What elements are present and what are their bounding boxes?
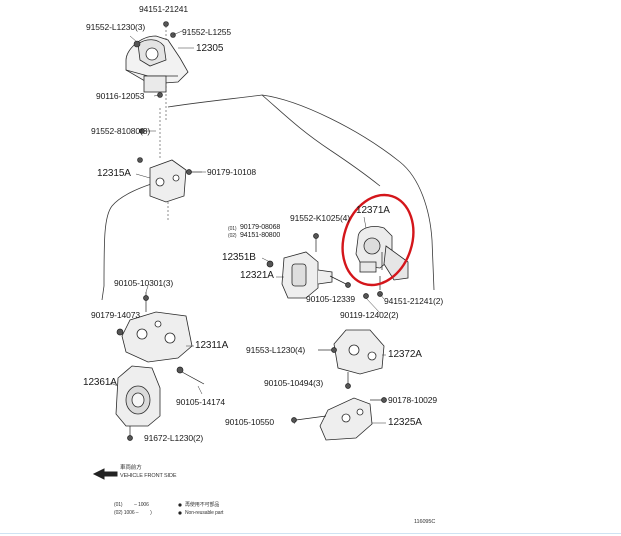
part-label-12372a: 12372A	[388, 349, 422, 360]
engine-mount-12371a	[355, 226, 409, 281]
part-label-94151-21241-2: 94151-21241(2)	[384, 296, 444, 306]
part-label-91552-l1230-3: 91552-L1230(3)	[86, 22, 146, 32]
legend-range-02: (02) 1006 – )	[114, 510, 152, 516]
part-label-90119-12402-2: 90119-12402(2)	[340, 310, 399, 320]
part-label-90105-10494-3: 90105-10494(3)	[264, 378, 324, 388]
part-label-12305: 12305	[196, 43, 224, 54]
legend-range-01: (01) – 1006	[114, 502, 149, 508]
direction-label-cn: 車両前方	[120, 465, 142, 471]
engine-mount-12361a	[115, 365, 161, 427]
engine-outline	[101, 94, 435, 301]
bracket-12372a	[333, 329, 385, 375]
bottom-divider	[0, 533, 621, 534]
bolts-top	[133, 21, 176, 163]
bracket-12315a	[149, 159, 187, 203]
part-label-12311a: 12311A	[195, 340, 229, 351]
part-label-91552-81080-3: 91552-81080(3)	[91, 126, 151, 136]
small-prefix-02: (02)	[228, 233, 237, 239]
part-label-90105-10301-3: 90105-10301(3)	[114, 278, 174, 288]
bolts-12311a	[116, 292, 205, 385]
part-label-91672-l1230-2: 91672-L1230(2)	[144, 433, 204, 443]
legend-nonreusable-cn: 再使用不可部品	[185, 502, 220, 508]
bolts-12371a	[363, 252, 383, 299]
part-label-90179-08068: 90179-08068	[240, 224, 281, 231]
part-label-90105-14174: 90105-14174	[176, 397, 226, 407]
engine-mount-12305	[125, 35, 189, 93]
part-label-91552-l1255: 91552-L1255	[182, 27, 232, 37]
part-label-91552-k1025-4: 91552-K1025(4)	[290, 213, 351, 223]
part-label-12371a: 12371A	[356, 205, 390, 216]
part-label-94151-21241-top: 94151-21241	[139, 4, 189, 14]
leader-lines	[109, 30, 386, 425]
part-label-90178-10029: 90178-10029	[388, 395, 438, 405]
bolts-12372a	[318, 347, 351, 389]
part-label-90116-12053: 90116-12053	[96, 91, 145, 101]
front-direction-arrow	[92, 468, 118, 480]
bolt-90179-10108	[186, 169, 202, 175]
bolt-91672-l1230	[127, 426, 133, 441]
part-label-90105-12339: 90105-12339	[306, 294, 356, 304]
figure-id: 116095C	[414, 519, 436, 525]
red-highlight-circle	[341, 193, 415, 287]
bolts-12325a	[291, 397, 387, 423]
part-label-90105-10550: 90105-10550	[225, 417, 275, 427]
legend-nonreusable-en: Non-reusable part	[185, 510, 224, 516]
engine-mount-12321a	[281, 251, 333, 299]
part-label-12315a: 12315A	[97, 168, 131, 179]
small-prefix-01: (01)	[228, 226, 237, 232]
part-label-12325a: 12325A	[388, 417, 422, 428]
part-label-94151-80800: 94151-80800	[240, 232, 281, 239]
part-label-91553-l1230-4: 91553-L1230(4)	[246, 345, 306, 355]
bracket-12325a	[319, 397, 373, 441]
part-label-90179-10108: 90179-10108	[207, 167, 257, 177]
direction-label-en: VEHICLE FRONT SIDE	[120, 473, 177, 479]
bracket-12311a	[121, 311, 193, 363]
legend-bullets	[178, 503, 182, 515]
part-label-12361a: 12361A	[83, 377, 117, 388]
part-label-12351b: 12351B	[222, 252, 256, 263]
bolts-12321a	[266, 233, 351, 288]
part-label-90179-14073: 90179-14073	[91, 310, 141, 320]
part-label-12321a: 12321A	[240, 270, 274, 281]
